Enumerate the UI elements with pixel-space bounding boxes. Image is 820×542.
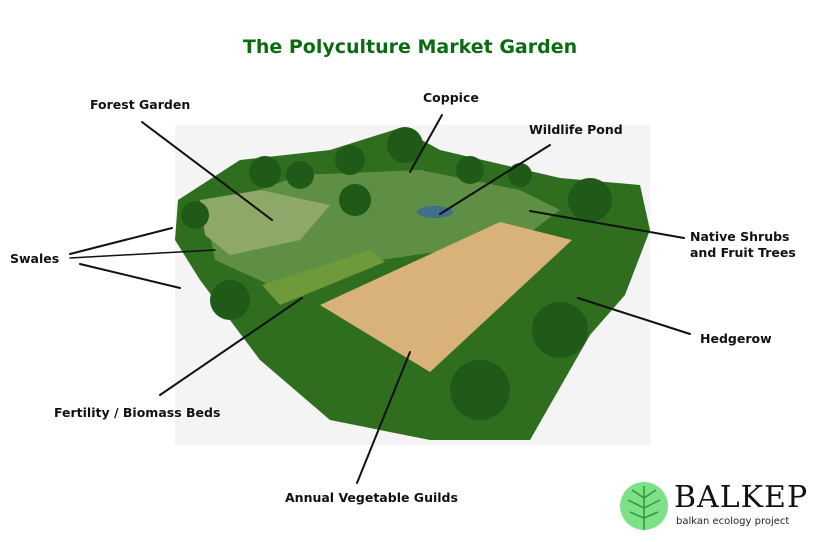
leaf-icon [620, 482, 668, 530]
tree-clumps [181, 127, 612, 420]
label-native-shrubs: Native Shrubs and Fruit Trees [690, 229, 796, 261]
label-wildlife-pond: Wildlife Pond [529, 122, 623, 137]
logo-tagline: balkan ecology project [676, 516, 790, 527]
pointer-swales-3 [79, 263, 181, 289]
pointer-coppice [409, 114, 443, 173]
label-swales: Swales [10, 251, 60, 266]
pointer-native-shrubs [529, 210, 685, 239]
pointer-lines [69, 114, 691, 484]
diagram-title: The Polyculture Market Garden [242, 36, 578, 58]
pointer-fertility-beds [159, 297, 303, 396]
label-annual-vegetable-guilds: Annual Vegetable Guilds [285, 490, 458, 505]
pointer-annual-vegetables [356, 351, 411, 484]
label-native-shrubs-line1: Native Shrubs [690, 229, 790, 244]
logo-wordmark: BALKEP [674, 480, 809, 515]
label-coppice: Coppice [423, 90, 479, 105]
label-native-shrubs-line2: and Fruit Trees [690, 245, 796, 260]
forest-garden-area [200, 190, 330, 255]
label-hedgerow: Hedgerow [700, 331, 772, 346]
pointer-hedgerow [577, 297, 691, 335]
vegetable-field [320, 222, 572, 372]
label-fertility-beds: Fertility / Biomass Beds [54, 405, 221, 420]
balkep-logo: BALKEP balkan ecology project [618, 478, 818, 534]
pointer-wildlife-pond [439, 144, 551, 215]
fertility-beds-area [262, 250, 385, 305]
wildlife-pond [417, 206, 453, 218]
pointer-forest-garden [141, 121, 273, 221]
pointer-swales-1 [69, 227, 173, 255]
label-forest-garden: Forest Garden [90, 97, 191, 112]
pointer-swales-2 [69, 249, 216, 259]
